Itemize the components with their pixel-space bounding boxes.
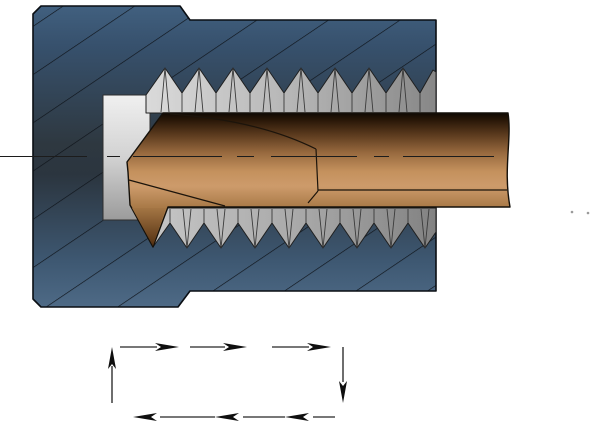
toolpath-arrowhead-up	[108, 347, 116, 369]
toolpath-arrowhead-right-2	[223, 343, 247, 351]
thread-profile-top	[145, 67, 437, 114]
thread-facets-top	[160, 67, 421, 113]
toolpath-arrowhead-down	[339, 381, 347, 403]
tap-edge-lines	[128, 113, 507, 207]
toolpath-arrowhead-right-3	[307, 343, 331, 351]
toolpath-arrowhead-left-2	[215, 413, 239, 421]
toolpath-arrowhead-left-3	[285, 413, 309, 421]
toolpath-arrowhead-right-1	[155, 343, 179, 351]
artifact-dot-1	[570, 210, 574, 214]
toolpath-arrowhead-left-1	[133, 413, 157, 421]
thread-facets-bottom	[169, 208, 430, 249]
artifact-dot-2	[586, 211, 590, 215]
tap-tooth-shading	[132, 208, 166, 246]
forming-tap-body	[126, 112, 511, 248]
toolpath-shafts	[111, 346, 344, 418]
